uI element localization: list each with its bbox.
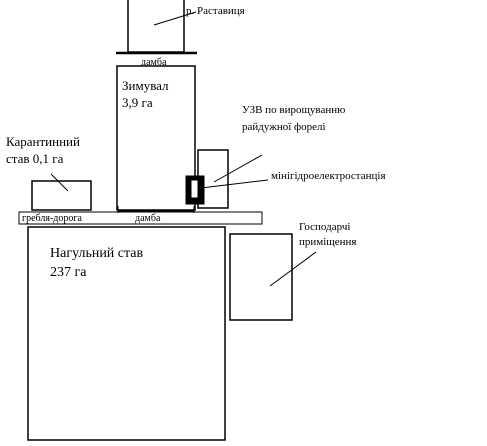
river-label: р. Раставиця (186, 5, 245, 17)
wintering-pond-name: Зимувал (122, 78, 169, 93)
household-label-line1: Господарчі (299, 221, 350, 233)
ras-label-line2: райдужної форелі (242, 121, 326, 133)
ras-label-line1: УЗВ по вирощуванню (242, 104, 345, 116)
quarantine-label-line2: став 0,1 га (6, 151, 64, 166)
mini-hydro-inner (190, 179, 199, 199)
household-leader-line (269, 251, 317, 287)
hydro-leader-line (200, 179, 269, 189)
feeding-pond (27, 226, 226, 441)
hydro-label: мінігідроелектростанція (271, 170, 386, 182)
dam-road-label: гребля-дорога (22, 213, 82, 224)
ras-leader-line (213, 154, 263, 183)
wintering-pond (116, 65, 196, 211)
feeding-pond-name: Нагульний став (50, 246, 144, 261)
quarantine-label-line1: Карантинний (6, 134, 80, 149)
bottom-dam-label: дамба (135, 213, 161, 224)
quarantine-pond (31, 180, 92, 211)
household-label-line2: приміщення (299, 236, 356, 248)
feeding-pond-area: 237 га (50, 265, 87, 280)
top-dam-label: дамба (141, 57, 167, 68)
river-leader-line (153, 11, 197, 26)
wintering-pond-area: 3,9 га (122, 95, 153, 110)
quarantine-leader-line (50, 173, 69, 192)
river-channel (127, 0, 185, 53)
